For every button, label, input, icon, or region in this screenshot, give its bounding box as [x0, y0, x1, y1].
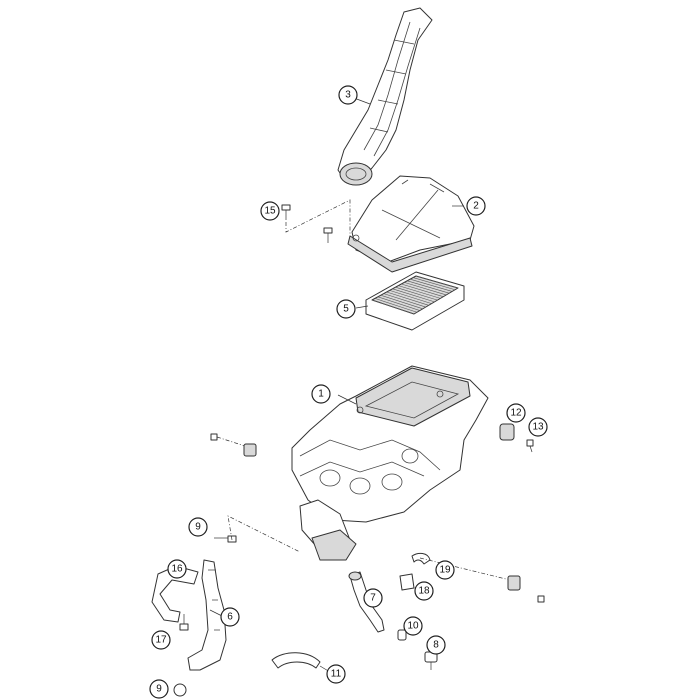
filter-pleat-line: [389, 290, 432, 304]
callout-8: 8: [426, 635, 446, 655]
filter-box-cover-part: [347, 175, 475, 273]
grommet-bolt-right-part: [499, 423, 534, 453]
svg-text:16: 16: [171, 564, 183, 575]
callout-6: 6: [220, 607, 240, 627]
svg-text:18: 18: [418, 586, 430, 597]
filter-pleat-line: [407, 280, 450, 294]
filter-pleat-line: [383, 293, 426, 308]
filter-pleat-line: [392, 288, 435, 303]
grommet-bolt-left-part: [210, 433, 257, 457]
callout-11: 11: [326, 664, 346, 684]
drain-hose-part: [151, 559, 227, 697]
filter-pleat-line: [377, 296, 420, 311]
svg-text:17: 17: [155, 635, 167, 646]
callout-9-lower: 9: [149, 679, 169, 699]
airbox-housing-part: [291, 365, 489, 561]
filter-pleat-line: [395, 286, 438, 301]
hose-clamp-upper-part: [214, 515, 301, 553]
cover-screws-part: [281, 199, 351, 243]
filter-pleat-line: [386, 291, 429, 306]
svg-text:6: 6: [227, 612, 233, 623]
connector-part: [397, 629, 407, 641]
svg-text:12: 12: [510, 408, 522, 419]
svg-text:13: 13: [532, 422, 544, 433]
callout-12: 12: [506, 403, 526, 423]
svg-text:9: 9: [195, 522, 201, 533]
callout-1: 1: [311, 384, 331, 404]
intake-duct-part: [337, 7, 433, 186]
callout-18: 18: [414, 581, 434, 601]
svg-text:19: 19: [439, 565, 451, 576]
callout-17: 17: [151, 630, 171, 650]
svg-text:15: 15: [264, 206, 276, 217]
filter-pleat-line: [398, 285, 441, 299]
callout-16: 16: [167, 559, 187, 579]
callout-9-upper: 9: [188, 517, 208, 537]
svg-text:7: 7: [370, 593, 376, 604]
callout-5: 5: [336, 299, 356, 319]
filter-pleat-line: [404, 282, 447, 296]
svg-text:1: 1: [318, 389, 324, 400]
filter-pleat-line: [401, 283, 444, 297]
callout-13: 13: [528, 417, 548, 437]
cap-clip-part: [399, 552, 431, 591]
small-screw-part: [179, 614, 189, 631]
callout-3: 3: [338, 85, 358, 105]
svg-text:2: 2: [473, 201, 479, 212]
svg-text:10: 10: [407, 621, 419, 632]
svg-text:9: 9: [156, 684, 162, 695]
callout-15: 15: [260, 201, 280, 221]
svg-text:5: 5: [343, 304, 349, 315]
callout-7: 7: [363, 588, 383, 608]
filter-pleat-line: [371, 299, 415, 315]
callout-10: 10: [403, 616, 423, 636]
air-filter-element-part: [365, 271, 465, 331]
filter-pleat-line: [380, 294, 423, 310]
svg-text:11: 11: [331, 669, 342, 680]
filter-pleat-line: [412, 277, 456, 291]
callout-2: 2: [466, 196, 486, 216]
hose-clamp-large-part: [271, 652, 331, 673]
callout-19: 19: [435, 560, 455, 580]
filter-pleat-line: [410, 278, 453, 292]
svg-text:3: 3: [345, 90, 351, 101]
sensor-part: [424, 651, 438, 670]
svg-text:8: 8: [433, 640, 439, 651]
filter-pleat-line: [374, 298, 418, 313]
filter-pleat-line: [415, 275, 459, 289]
grommet-bolt-lower-part: [419, 557, 545, 603]
